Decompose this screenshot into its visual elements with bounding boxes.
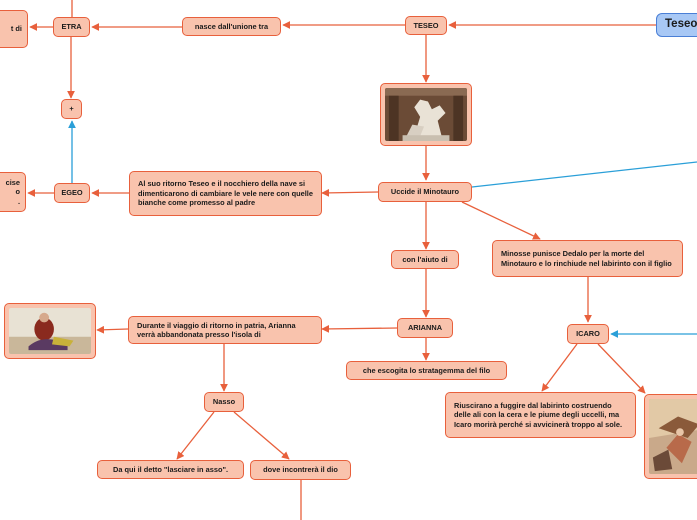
node-left-cut-top-label: t di <box>10 24 22 34</box>
link-minotauro-ritorno <box>321 188 379 197</box>
node-left-cut-mid-line-2: o <box>15 187 20 197</box>
link-icaro-icarus-image <box>597 343 646 394</box>
node-dio[interactable]: dove incontrerà il dio <box>250 460 351 480</box>
node-ritorno[interactable]: Al suo ritorno Teseo e il nocchiero dell… <box>129 171 322 216</box>
node-minosse-label: Minosse punisce Dedalo per la morte del … <box>501 249 672 268</box>
node-left-cut-top[interactable]: t di <box>0 10 28 48</box>
ariadne-image-node[interactable] <box>4 303 96 359</box>
link-minotauro-minosse <box>461 201 541 240</box>
node-plus[interactable]: + <box>61 99 82 119</box>
node-teseo-label: TESEO <box>413 20 439 30</box>
node-left-cut-mid-text: cise o . <box>6 178 20 207</box>
node-viaggio[interactable]: Durante il viaggio di ritorno in patria,… <box>128 316 322 344</box>
icarus-painting-image <box>649 399 697 474</box>
node-icaro[interactable]: ICARO <box>567 324 609 344</box>
statue-image-node[interactable] <box>380 83 472 146</box>
ariadne-painting-image <box>9 308 91 354</box>
node-naxos-label: Nasso <box>212 397 236 407</box>
node-dio-label: dove incontrerà il dio <box>263 465 338 475</box>
node-arianna[interactable]: ARIANNA <box>397 318 453 338</box>
node-left-cut-mid-line-1: cise <box>5 177 20 187</box>
node-minosse[interactable]: Minosse punisce Dedalo per la morte del … <box>492 240 683 277</box>
node-naxos[interactable]: Nasso <box>204 392 244 412</box>
node-arianna-label: ARIANNA <box>407 323 443 333</box>
node-aiuto-label: con l'aiuto di <box>402 254 448 264</box>
node-left-cut-mid[interactable]: cise o . <box>0 172 26 212</box>
node-fuggire-label: Riuscirano a fuggire dal labirinto costr… <box>454 400 622 429</box>
root-node-teseo[interactable]: Teseo <box>656 13 697 37</box>
node-stratagemma[interactable]: che escogita lo stratagemma del filo <box>346 361 507 380</box>
node-teseo[interactable]: TESEO <box>405 16 447 35</box>
node-plus-label: + <box>69 104 74 114</box>
node-egeo[interactable]: EGEO <box>54 183 90 203</box>
node-etra-label: ETRA <box>61 22 82 32</box>
link-icaro-fuggire <box>541 343 578 392</box>
link-viaggio-ariadne-image <box>96 325 129 334</box>
node-stratagemma-label: che escogita lo stratagemma del filo <box>362 365 491 375</box>
node-aiuto[interactable]: con l'aiuto di <box>391 250 459 269</box>
node-etra[interactable]: ETRA <box>53 17 90 37</box>
icarus-image-node[interactable] <box>644 394 697 479</box>
link-naxos-detto <box>176 411 215 460</box>
link-naxos-dio <box>233 411 290 460</box>
node-egeo-label: EGEO <box>61 188 83 198</box>
node-nasce-label: nasce dall'unione tra <box>194 21 269 31</box>
node-viaggio-label: Durante il viaggio di ritorno in patria,… <box>137 320 296 340</box>
node-left-cut-mid-line-3: . <box>17 196 20 206</box>
node-minotauro-label: Uccide il Minotauro <box>390 187 460 197</box>
root-node-label: Teseo <box>665 18 697 31</box>
node-detto[interactable]: Da qui il detto "lasciare in asso". <box>97 460 244 479</box>
node-fuggire[interactable]: Riuscirano a fuggire dal labirinto costr… <box>445 392 636 438</box>
node-minotauro[interactable]: Uccide il Minotauro <box>378 182 472 202</box>
link-arianna-viaggio <box>321 325 398 333</box>
node-ritorno-label: Al suo ritorno Teseo e il nocchiero dell… <box>138 179 313 208</box>
statue-image <box>385 88 467 141</box>
node-detto-label: Da qui il detto "lasciare in asso". <box>112 464 229 474</box>
link-offscreen-minotauro <box>471 161 697 188</box>
node-nasce[interactable]: nasce dall'unione tra <box>182 17 281 36</box>
node-icaro-label: ICARO <box>576 329 600 339</box>
